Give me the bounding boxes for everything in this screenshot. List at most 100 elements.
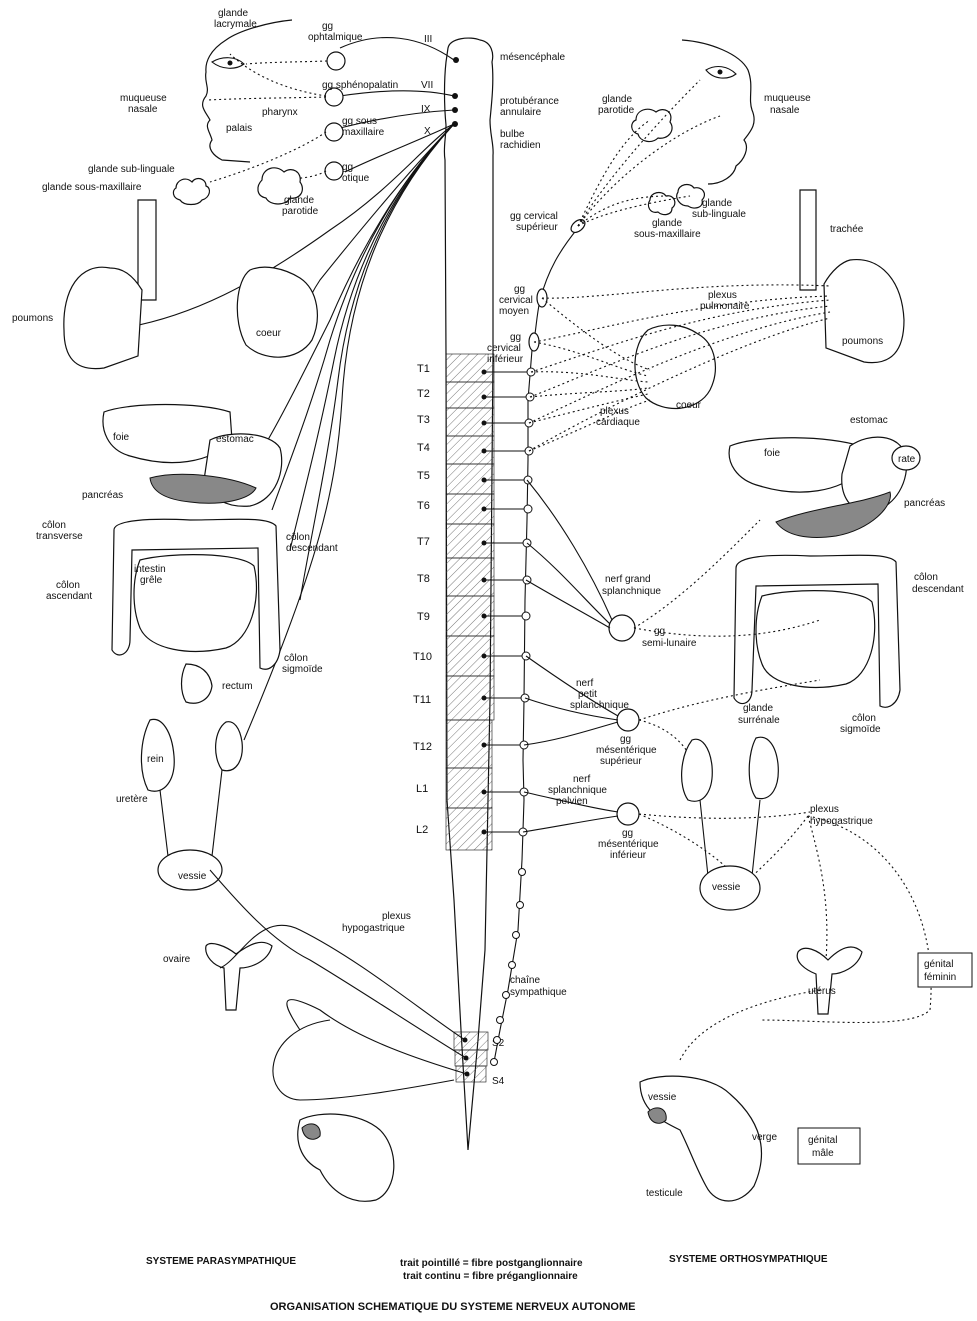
glande-parotide-left-label-1: glande: [284, 195, 314, 206]
glande-sub-linguale-right-label-2: sub-linguale: [692, 209, 746, 220]
plexus-hypogastrique-right-label-1: plexus: [810, 804, 839, 815]
glande-lacrymale-label-1: glande: [218, 8, 248, 19]
bulbe-label-1: bulbe: [500, 129, 525, 140]
gg-semi-lunaire-label-2: semi-lunaire: [642, 638, 697, 649]
genital-male-label-2: mâle: [812, 1148, 834, 1159]
colon-descendant-left-label-2: descendant: [286, 543, 338, 554]
legend-continu: trait continu = fibre préganglionnaire: [403, 1271, 578, 1282]
protuberance-label-2: annulaire: [500, 107, 542, 118]
segment-S4: S4: [492, 1076, 505, 1087]
segment-T11: T11: [413, 694, 431, 706]
diagram-title: ORGANISATION SCHEMATIQUE DU SYSTEME NERV…: [270, 1301, 635, 1313]
plexus-hypogastrique-right-label-2: hypogastrique: [810, 816, 873, 827]
gg-mesenterique-superieur-label-1: gg: [620, 734, 631, 745]
segment-T3: T3: [417, 414, 430, 426]
colon-transverse-label-1: côlon: [42, 520, 66, 531]
testicule-label: testicule: [646, 1188, 683, 1199]
vessie-left-label: vessie: [178, 871, 207, 882]
plexus-pulmonaire-label-1: plexus: [708, 290, 737, 301]
segment-T5: T5: [417, 470, 430, 482]
vessie-right-label: vessie: [712, 882, 741, 893]
colon-descendant-left-label-1: côlon: [286, 532, 310, 543]
nerf-grand-splanchnique-label-1: nerf grand: [605, 574, 651, 585]
right-panel-kidney-right: [749, 737, 778, 798]
plexus-pulmonaire-label-2: pulmonaire: [700, 301, 750, 312]
right-trachea-shape: [800, 190, 816, 290]
sympathetic-head: glande parotide muqueuse nasale gg cervi…: [510, 40, 811, 240]
left-trachea-shape: [138, 200, 156, 300]
gg-semi-lunaire-node: [609, 615, 635, 641]
gg-ophtalmique-label-2: ophtalmique: [308, 32, 363, 43]
genital-feminin-label-1: génital: [924, 959, 953, 970]
gg-mesenterique-superieur-label-3: supérieur: [600, 756, 642, 767]
plexus-cardiaque-label-1: plexus: [600, 406, 629, 417]
uretere-label: uretère: [116, 794, 148, 805]
colon-transverse-label-2: transverse: [36, 531, 83, 542]
gg-sphenopalatin-label: gg sphénopalatin: [322, 80, 398, 91]
nerf-petit-splanchnique-label-2: petit: [578, 689, 597, 700]
parotid-gland-right-shape: [632, 109, 672, 141]
colon-sigmoide-left-label-1: côlon: [284, 653, 308, 664]
gg-sous-maxillaire-label-1: gg sous: [342, 116, 377, 127]
colon-ascendant-label-1: côlon: [56, 580, 80, 591]
nerf-splanchnique-pelvien-label-1: nerf: [573, 774, 590, 785]
rate-label: rate: [898, 454, 916, 465]
gg-mesenterique-inferieur-label-3: inférieur: [610, 850, 647, 861]
gg-cervical-moyen-label-1: gg: [514, 284, 525, 295]
rectum-label: rectum: [222, 681, 253, 692]
gg-semi-lunaire-label-1: gg: [654, 626, 665, 637]
estomac-right-label: estomac: [850, 415, 888, 426]
gg-sous-maxillaire-node: [325, 123, 343, 141]
glande-parotide-right-label-2: parotide: [598, 105, 635, 116]
glande-sous-maxillaire-left-label: glande sous-maxillaire: [42, 182, 142, 193]
right-uterus-shape: [797, 947, 862, 1014]
right-lung-shape: [824, 260, 904, 363]
parasympathetic-viscera: poumons coeur foie estomac pancréas côlo…: [12, 124, 467, 1201]
segment-T8: T8: [417, 573, 430, 585]
coeur-left-label: coeur: [256, 328, 282, 339]
trachee-label: trachée: [830, 224, 864, 235]
genital-feminin-label-2: féminin: [924, 972, 956, 983]
colon-sigmoide-right-label-1: côlon: [852, 713, 876, 724]
chaine-sympathique-label-2: sympathique: [510, 987, 567, 998]
gg-otique-label-1: gg: [342, 162, 353, 173]
foie-left-label: foie: [113, 432, 130, 443]
protuberance-label-1: protubérance: [500, 96, 559, 107]
colon-ascendant-label-2: ascendant: [46, 591, 92, 602]
glande-parotide-right-label-1: glande: [602, 94, 632, 105]
gg-ophtalmique-node: [327, 52, 345, 70]
caption-parasympathique: SYSTEME PARASYMPATHIQUE: [146, 1256, 296, 1267]
poumons-right-label: poumons: [842, 336, 883, 347]
verge-label: verge: [752, 1132, 777, 1143]
intestin-grele-label-1: intestin: [134, 564, 166, 575]
left-heart-shape: [237, 267, 317, 357]
segment-L2: L2: [416, 824, 428, 836]
nerf-splanchnique-pelvien-label-3: pelvien: [556, 796, 588, 807]
gg-mesenterique-superieur-node: [617, 709, 639, 731]
nerf-grand-splanchnique-label-2: splanchnique: [602, 586, 661, 597]
foie-right-label: foie: [764, 448, 781, 459]
pancreas-right-label: pancréas: [904, 498, 945, 509]
gg-mesenterique-inferieur-node: [617, 803, 639, 825]
glande-surrenale-label-2: surrénale: [738, 715, 780, 726]
gg-cervical-inferieur-label-2: cervical: [487, 343, 521, 354]
left-face-profile: [203, 20, 292, 162]
glande-surrenale-label-1: glande: [743, 703, 773, 714]
muqueuse-nasale-right-label-2: nasale: [770, 105, 800, 116]
segment-T7: T7: [417, 536, 430, 548]
cranial-nerve-III: III: [424, 34, 432, 45]
nerf-petit-splanchnique-label-3: splanchnique: [570, 700, 629, 711]
gg-mesenterique-superieur-label-2: mésentérique: [596, 745, 657, 756]
coeur-right-label: coeur: [676, 400, 702, 411]
left-lung-shape: [64, 267, 142, 368]
gg-cervical-inferieur-label-1: gg: [510, 332, 521, 343]
ovaire-label: ovaire: [163, 954, 191, 965]
glande-sous-maxillaire-right-label-2: sous-maxillaire: [634, 229, 701, 240]
sublingual-gland-right-shape: [677, 185, 705, 208]
bulbe-label-2: rachidien: [500, 140, 541, 151]
gg-ophtalmique-label-1: gg: [322, 21, 333, 32]
right-small-intestine-shape: [756, 591, 875, 688]
plexus-hypogastrique-left-label-1: plexus: [382, 911, 411, 922]
nerf-petit-splanchnique-label-1: nerf: [576, 678, 593, 689]
sympathetic-abdomen: foie estomac rate pancréas côlon descend…: [523, 415, 972, 1201]
